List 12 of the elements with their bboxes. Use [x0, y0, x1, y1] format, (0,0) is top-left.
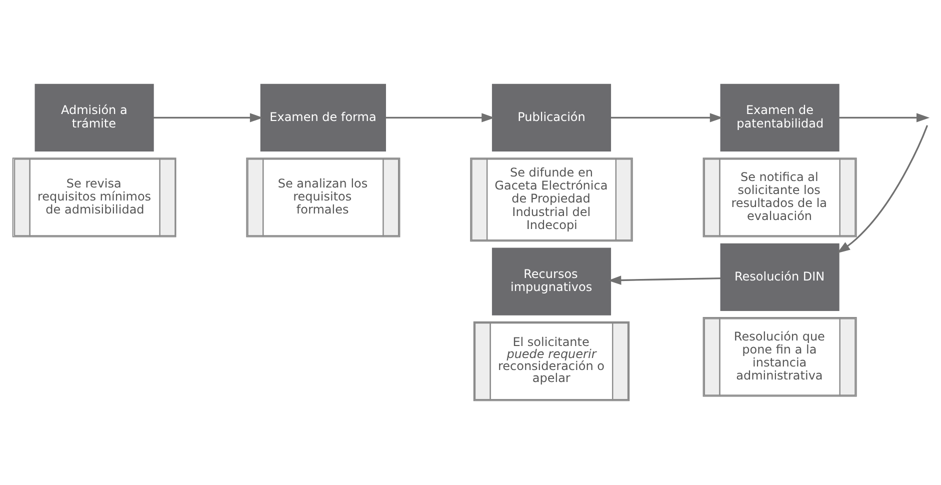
node-box: Examen de forma: [260, 84, 386, 152]
arrow: [153, 113, 264, 122]
node-box: Examen de patentabilidad: [720, 84, 840, 152]
node-box: Admisión a trámite: [34, 84, 154, 152]
node-box: Publicación: [492, 84, 612, 152]
arrow: [610, 113, 724, 122]
arrow: [608, 276, 721, 285]
arrow: [839, 113, 930, 122]
arrow: [385, 113, 495, 122]
node-box: Resolución DIN: [720, 243, 840, 312]
arrow: [836, 125, 928, 254]
node-box: Recursos impugnativos: [492, 248, 612, 316]
